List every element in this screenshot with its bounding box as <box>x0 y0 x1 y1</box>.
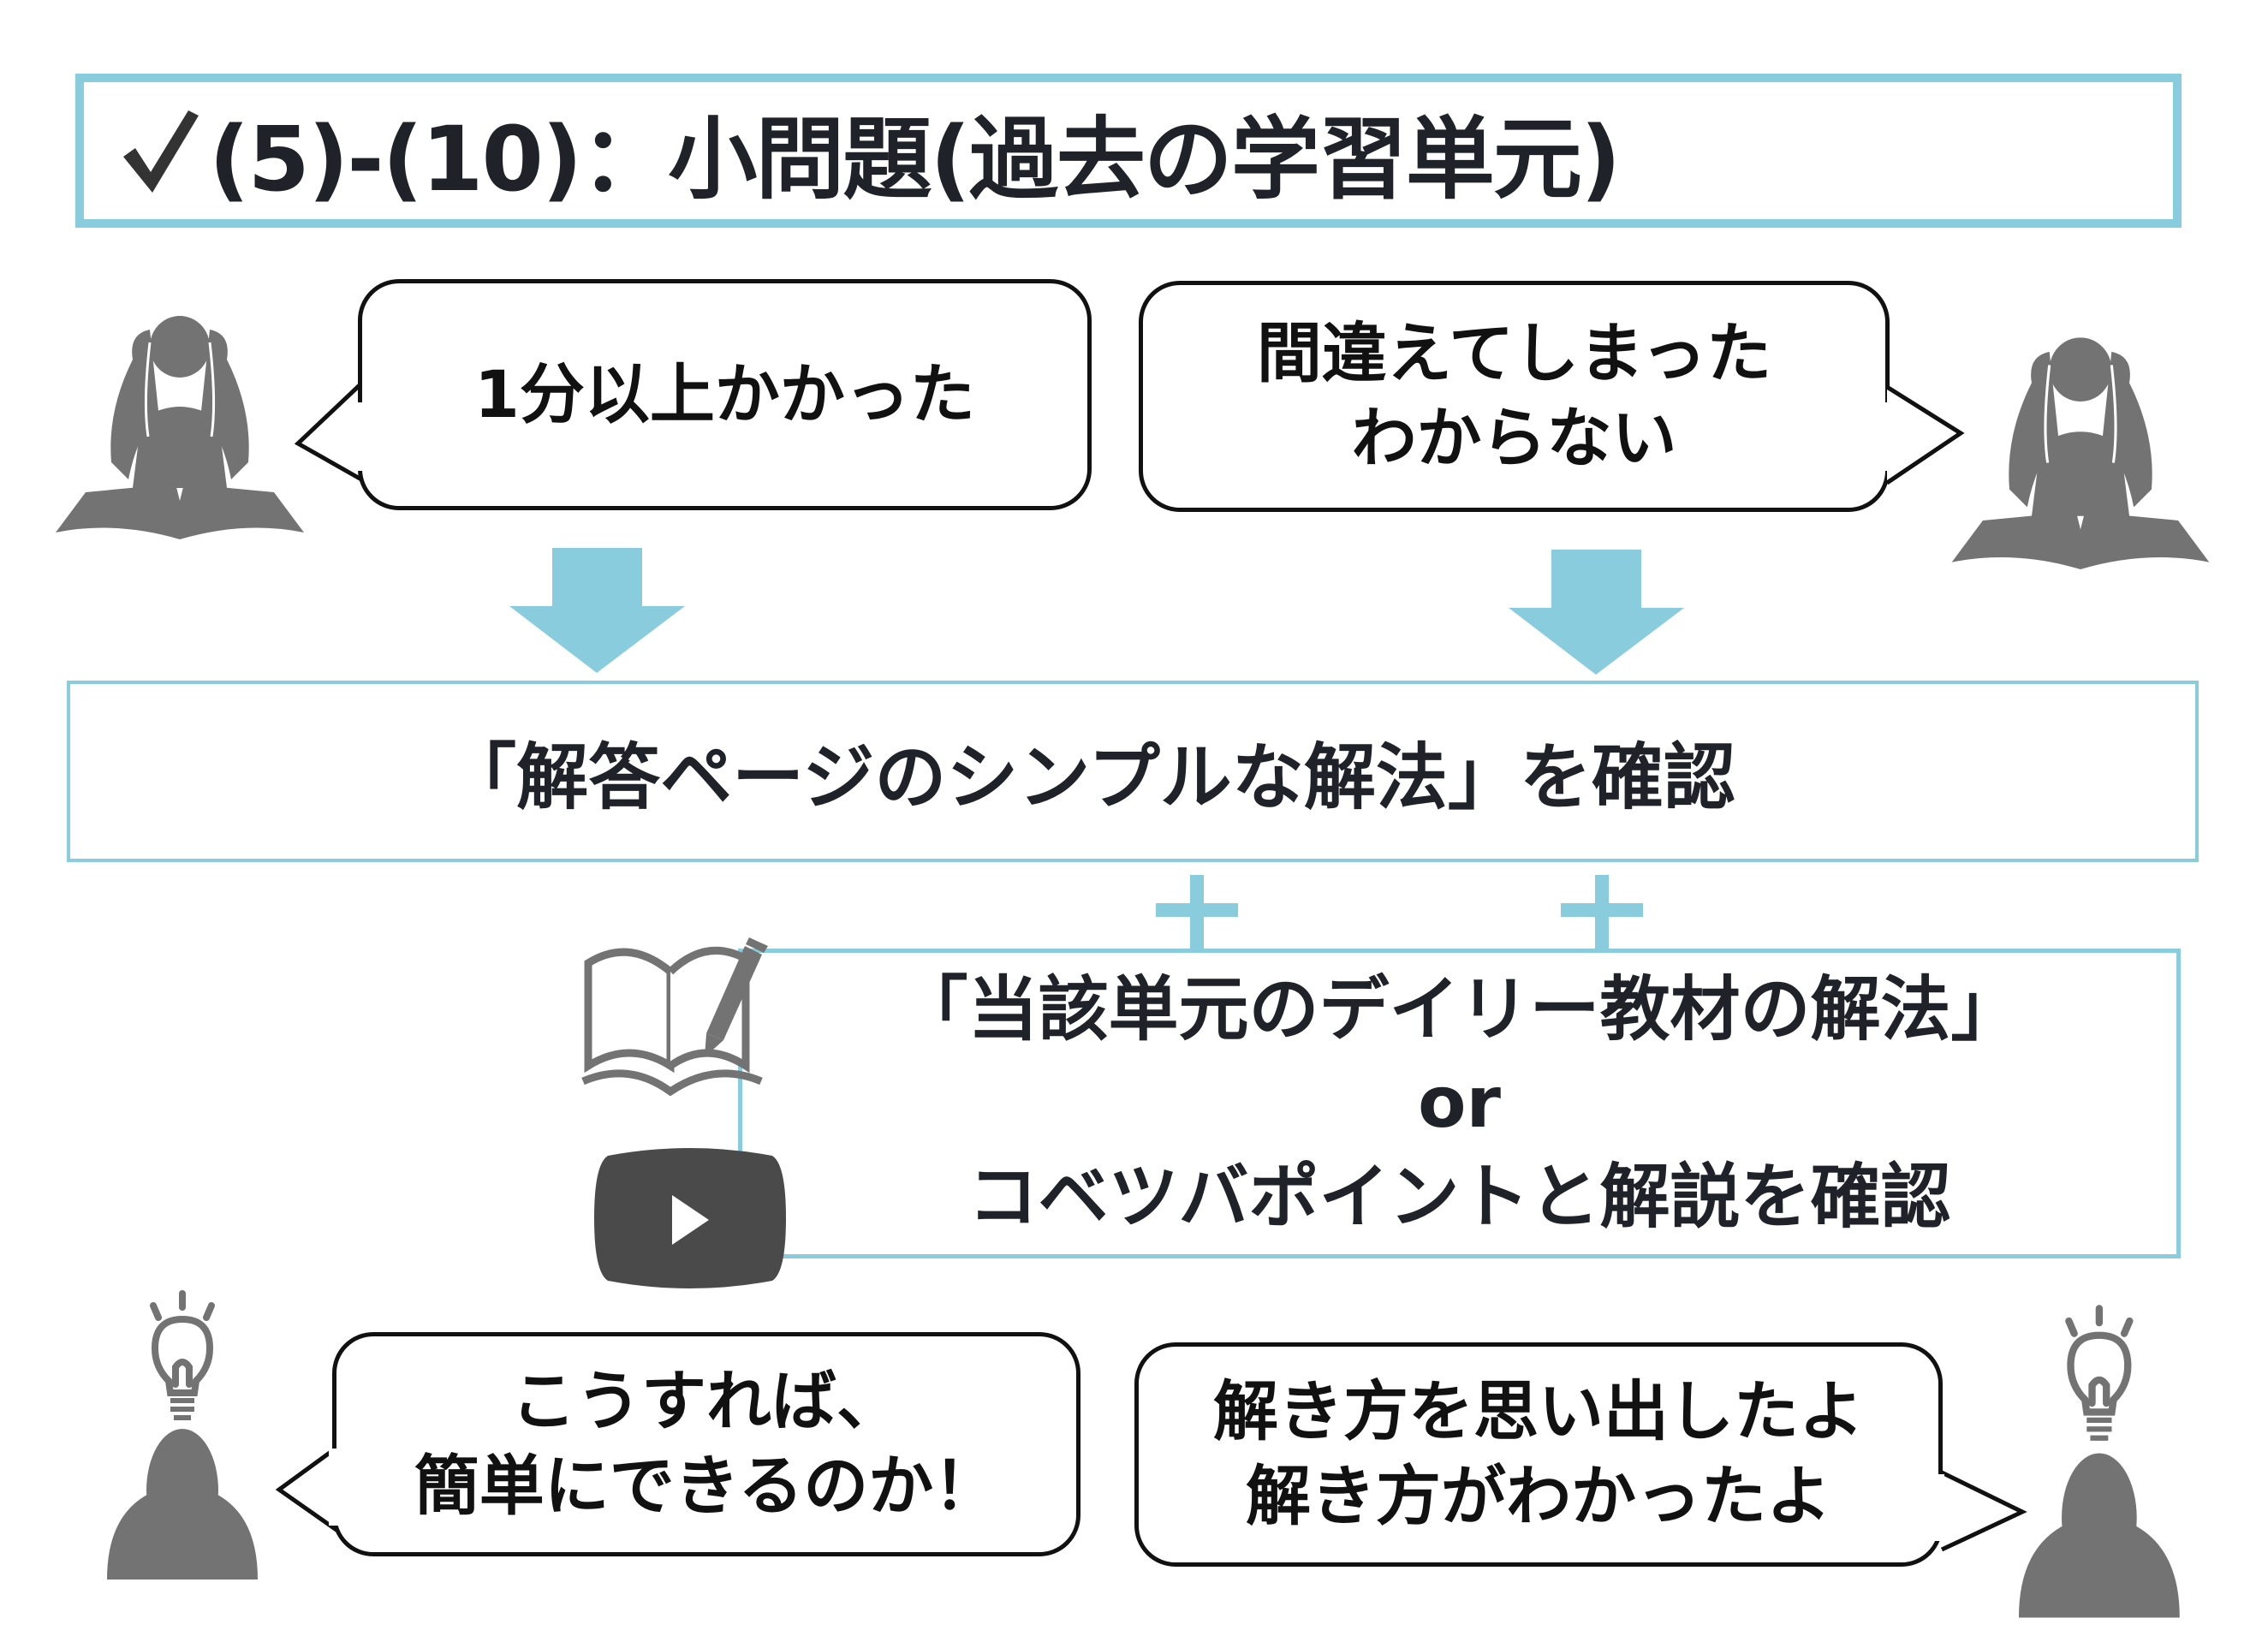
worried-student-left-icon <box>56 316 304 539</box>
sub-step-box: 「当該単元のデイリー教材の解法」 or コベツバポイントと解説を確認 <box>738 949 2181 1258</box>
speech-bubble-this-is-easy: こうすれば、 簡単にできるのか！ <box>332 1332 1080 1556</box>
video-play-icon <box>594 1148 786 1288</box>
bubble-tail-left <box>294 382 363 482</box>
bubble-line: こうすれば、 <box>511 1363 902 1440</box>
student-idea-left-icon <box>107 1290 258 1580</box>
plus-icon <box>1561 875 1643 952</box>
bubble-tail-mask <box>329 1449 339 1526</box>
down-arrow-left <box>509 548 685 673</box>
bubble-line: 解き方を思い出したよ <box>1213 1373 1864 1450</box>
main-step-box: 「解答ページのシンプルな解法」を確認 <box>67 681 2199 862</box>
check-icon <box>123 110 199 193</box>
student-idea-right-icon <box>2018 1305 2180 1618</box>
sub-step-line-kobetsuba: コベツバポイントと解説を確認 <box>967 1156 1951 1238</box>
book-with-pencil-icon <box>581 937 768 1096</box>
speech-bubble-remembered-method: 解き方を思い出したよ 解き方がわかったよ <box>1134 1342 1943 1567</box>
bubble-line: わからない <box>1351 400 1677 476</box>
speech-bubble-took-over-minute: 1分以上かかった <box>358 279 1092 510</box>
title-banner: (5)-(10)：小問題(過去の学習単元) <box>75 74 2182 228</box>
plus-icon <box>1156 875 1238 952</box>
bubble-line: 解き方がわかったよ <box>1246 1458 1831 1534</box>
main-step-text: 「解答ページのシンプルな解法」を確認 <box>444 735 1735 819</box>
speech-bubble-wrong-answer: 間違えてしまった わからない <box>1139 281 1890 512</box>
bubble-tail-mask <box>1880 402 1890 471</box>
page-title: (5)-(10)：小問題(過去の学習単元) <box>116 86 1621 216</box>
bubble-line: 簡単にできるのか！ <box>414 1448 999 1524</box>
bubble-tail-mask <box>1934 1474 1944 1541</box>
bubble-tail-mask <box>354 402 365 471</box>
bubble-line: 1分以上かかった <box>474 355 975 432</box>
bubble-tail-left <box>275 1441 344 1537</box>
down-arrow-right <box>1509 550 1684 675</box>
page-title-text: (5)-(10)：小問題(過去の学習単元) <box>209 106 1621 211</box>
bubble-tail-right <box>1940 1470 2027 1552</box>
sub-step-line-or: or <box>1418 1062 1501 1145</box>
worried-student-right-icon <box>1951 337 2210 569</box>
bubble-line: 間違えてしまった <box>1256 315 1772 392</box>
bubble-tail-right <box>1885 384 1965 485</box>
sub-step-line-daily-materials: 「当該単元のデイリー教材の解法」 <box>897 969 2021 1051</box>
